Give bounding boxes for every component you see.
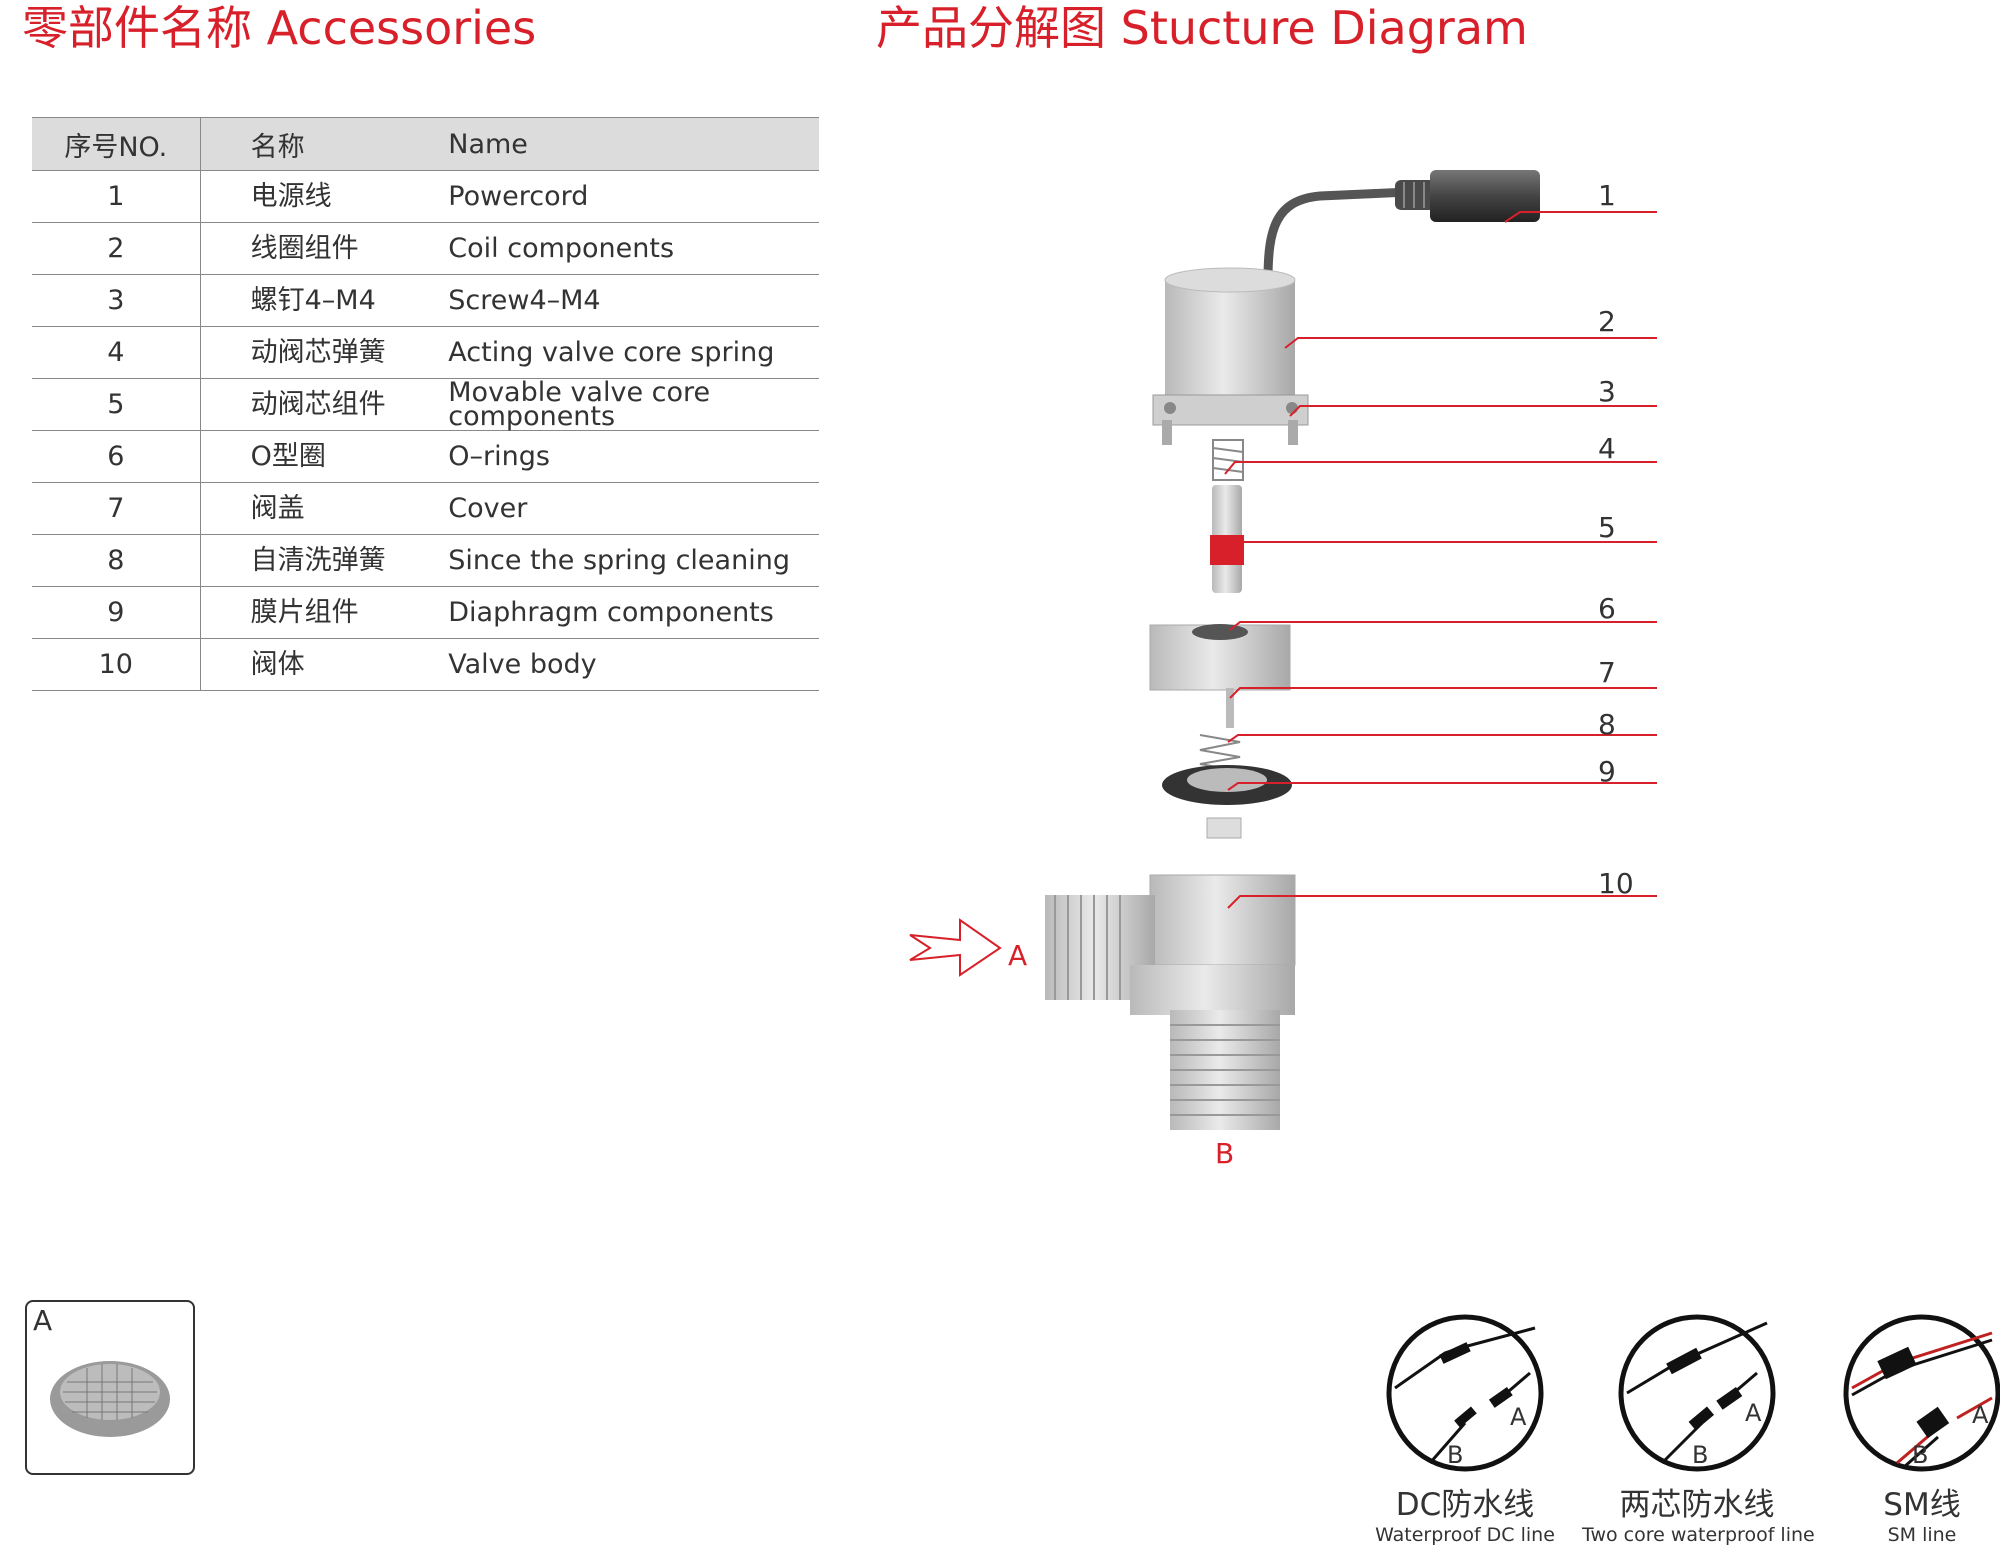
filter-mesh-image — [50, 1361, 170, 1437]
cell-no: 2 — [32, 222, 201, 275]
valve-body-part — [1045, 874, 1296, 1130]
accessories-title: 零部件名称 Accessories — [22, 1, 537, 55]
cable-dc-waterproof: A B DC防水线 Waterproof DC line — [1370, 1313, 1560, 1546]
cleaning-spring-part — [1199, 734, 1241, 772]
callout-lines — [1224, 211, 1657, 909]
cable-b-label: B — [1447, 1441, 1463, 1469]
cell-en: Cover — [448, 482, 819, 535]
filter-accessory-box: A — [25, 1300, 195, 1475]
cable-a-label: A — [1745, 1399, 1762, 1427]
cell-cn: 电源线 — [200, 170, 449, 223]
table-header-row: 序号NO. 名称 Name — [32, 117, 819, 171]
cover-part — [1149, 624, 1291, 728]
callout-number: 9 — [1598, 755, 1616, 788]
cell-no: 1 — [32, 170, 201, 223]
cell-en: Screw4–M4 — [448, 274, 819, 327]
callout-number: 1 — [1598, 179, 1616, 212]
coil-component-part — [1164, 267, 1296, 395]
sm-cable-icon: A B — [1843, 1314, 2000, 1472]
cell-en: Acting valve core spring — [448, 326, 819, 379]
cable-cn-name: SM线 — [1883, 1487, 1961, 1523]
cable-en-name: SM line — [1887, 1524, 1957, 1546]
header-no: 序号NO. — [32, 117, 201, 171]
cell-cn: O型圈 — [200, 430, 449, 483]
outlet-label: B — [1215, 1137, 1234, 1170]
callout-number: 6 — [1598, 592, 1616, 625]
callout-number: 8 — [1598, 708, 1616, 741]
callout-number: 10 — [1598, 867, 1634, 900]
cable-a-label: A — [1972, 1401, 1989, 1429]
cell-en: Movable valve core components — [448, 378, 819, 431]
callout-number: 4 — [1598, 432, 1616, 465]
cell-no: 6 — [32, 430, 201, 483]
cable-en-name: Two core waterproof line — [1582, 1524, 1815, 1546]
cable-sm: A B SM线 SM line — [1842, 1313, 2000, 1546]
dc-cable-icon: A B — [1386, 1314, 1544, 1472]
structure-diagram-title: 产品分解图 Stucture Diagram — [876, 1, 1528, 55]
callout-number: 2 — [1598, 305, 1616, 338]
cell-no: 7 — [32, 482, 201, 535]
cell-no: 8 — [32, 534, 201, 587]
callout-number: 5 — [1598, 511, 1616, 544]
inlet-label: A — [1008, 939, 1027, 972]
cell-en: Coil components — [448, 222, 819, 275]
cell-cn: 阀体 — [200, 638, 449, 691]
cable-a-label: A — [1510, 1403, 1527, 1431]
cell-en: O–rings — [448, 430, 819, 483]
screws-part — [1152, 394, 1309, 445]
cell-cn: 线圈组件 — [200, 222, 449, 275]
cell-no: 3 — [32, 274, 201, 327]
cell-en: Powercord — [448, 170, 819, 223]
powercord-part — [1263, 170, 1540, 281]
valve-core-spring-part — [1212, 439, 1244, 481]
filter-box-label: A — [33, 1304, 53, 1337]
cable-b-label: B — [1692, 1441, 1708, 1469]
callout-number: 7 — [1598, 656, 1616, 689]
cell-cn: 膜片组件 — [200, 586, 449, 639]
cable-en-name: Waterproof DC line — [1375, 1524, 1555, 1546]
header-cn-name: 名称 — [200, 117, 449, 171]
diaphragm-part — [1162, 765, 1292, 839]
inlet-arrow-icon — [909, 918, 1002, 977]
cable-cn-name: 两芯防水线 — [1619, 1487, 1775, 1523]
header-name: Name — [448, 117, 819, 171]
cell-cn: 阀盖 — [200, 482, 449, 535]
cell-en: Valve body — [448, 638, 819, 691]
movable-valve-core-part — [1210, 485, 1244, 593]
cell-cn: 动阀芯弹簧 — [200, 326, 449, 379]
cell-no: 10 — [32, 638, 201, 691]
exploded-valve-diagram: A B 1 2 3 4 5 6 7 8 9 10 — [909, 170, 1657, 1170]
cell-no: 9 — [32, 586, 201, 639]
cable-two-core-waterproof: A B 两芯防水线 Two core waterproof line — [1582, 1313, 1815, 1546]
cell-en: Diaphragm components — [448, 586, 819, 639]
cell-en: Since the spring cleaning — [448, 534, 819, 587]
cable-cn-name: DC防水线 — [1395, 1487, 1535, 1523]
two-core-cable-icon: A B — [1618, 1314, 1776, 1472]
cell-cn: 螺钉4–M4 — [200, 274, 449, 327]
cell-no: 4 — [32, 326, 201, 379]
cell-no: 5 — [32, 378, 201, 431]
cell-cn: 动阀芯组件 — [200, 378, 449, 431]
cable-b-label: B — [1912, 1441, 1928, 1469]
cell-cn: 自清洗弹簧 — [200, 534, 449, 587]
callout-number: 3 — [1598, 375, 1616, 408]
